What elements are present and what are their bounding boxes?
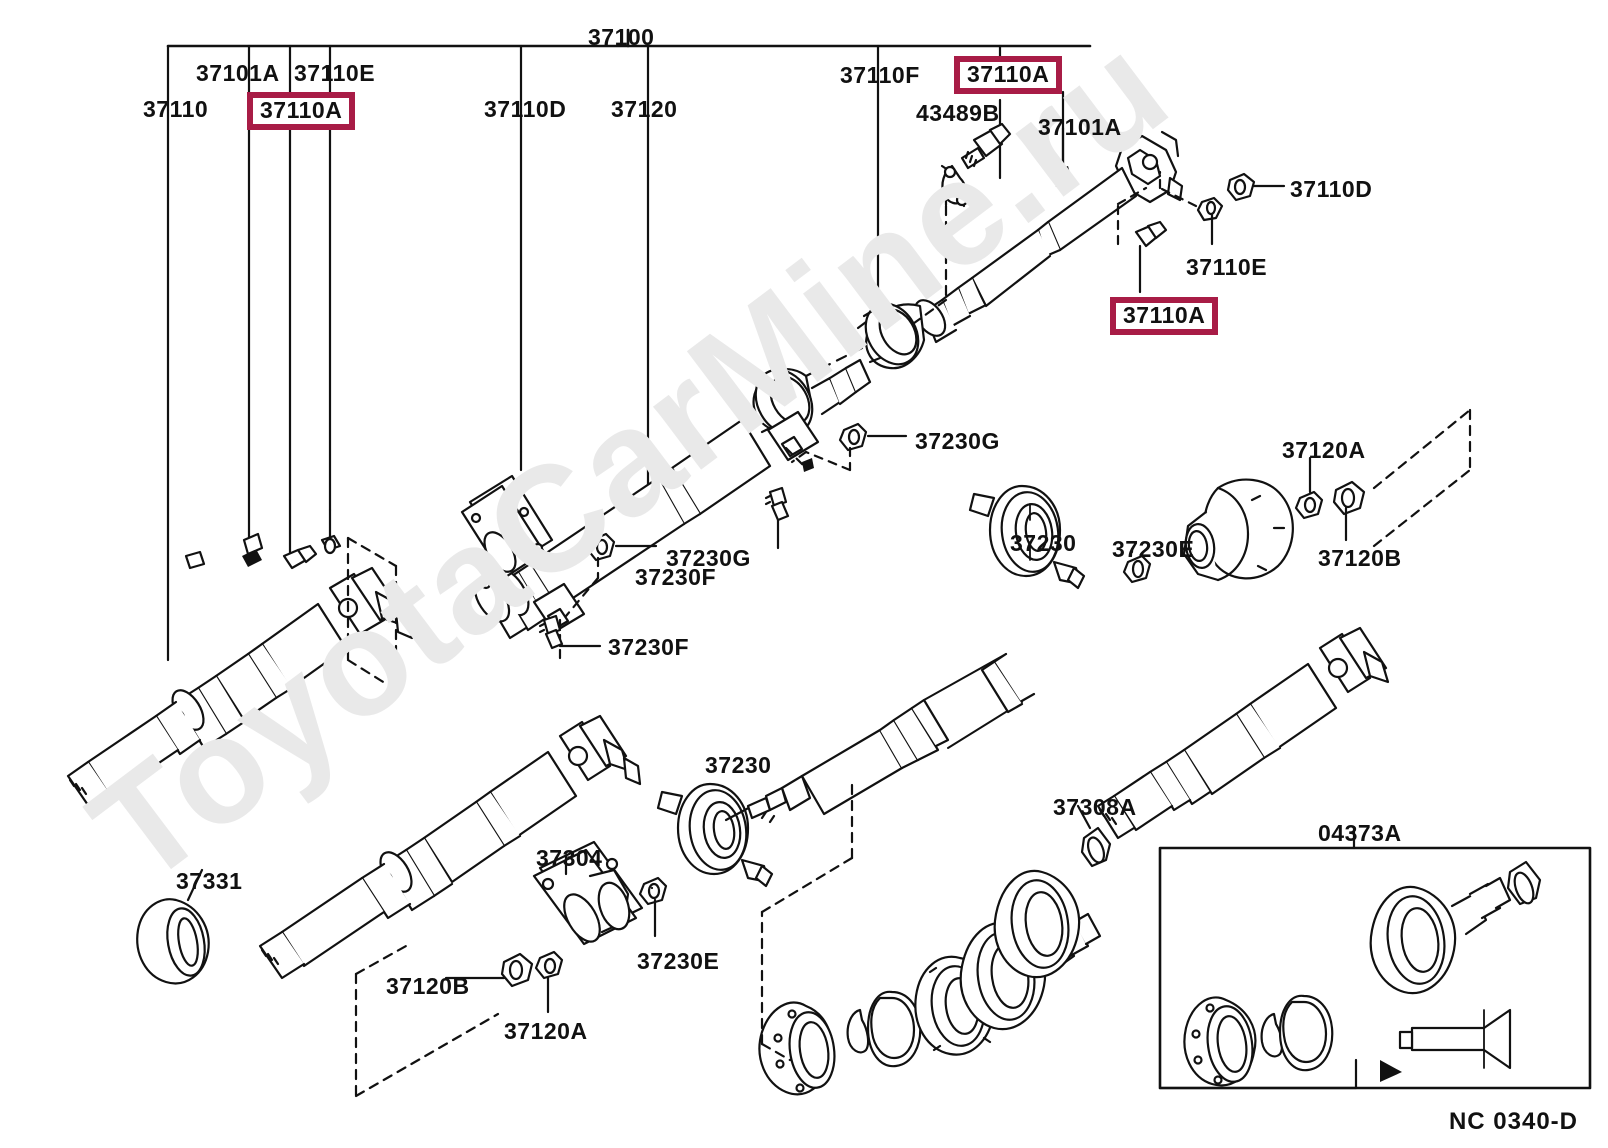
part-number-label[interactable]: 37120A	[504, 1018, 588, 1044]
part-number-highlighted[interactable]: 37110A	[954, 56, 1063, 94]
part-number-label[interactable]: 37230G	[915, 428, 1000, 454]
part-number-label[interactable]: 37230E	[1112, 536, 1195, 562]
part-number-label[interactable]: 37110F	[840, 62, 920, 88]
part-number-label[interactable]: 37230E	[637, 948, 720, 974]
sheet-code: NC 0340-D	[1448, 1108, 1578, 1135]
part-number-label[interactable]: 37308A	[1053, 794, 1137, 820]
part-number-label[interactable]: 37120B	[386, 973, 470, 999]
part-number-label[interactable]: 37304	[536, 845, 603, 871]
part-number-label[interactable]: 37110E	[294, 60, 376, 86]
part-number-label[interactable]: 37120B	[1318, 545, 1402, 571]
part-number-label[interactable]: 37230	[1010, 530, 1077, 556]
part-number-label[interactable]: 37331	[176, 868, 243, 894]
part-number-highlighted[interactable]: 37110A	[247, 92, 356, 130]
part-number-label[interactable]: 37100	[588, 24, 655, 50]
part-number-label[interactable]: 37110D	[484, 96, 567, 122]
part-number-label[interactable]: 37230F	[635, 564, 717, 590]
part-number-label[interactable]: 37110	[143, 96, 209, 122]
part-number-label[interactable]: 37120A	[1282, 437, 1366, 463]
part-number-label[interactable]: 37110D	[1290, 176, 1373, 202]
part-number-label[interactable]: 37230	[705, 752, 772, 778]
part-number-label[interactable]: 37120	[611, 96, 678, 122]
part-number-label[interactable]: 37101A	[1038, 114, 1122, 140]
part-number-label[interactable]: 37110E	[1186, 254, 1268, 280]
part-number-label[interactable]: 37230G	[666, 545, 751, 571]
part-number-label[interactable]: 04373A	[1318, 820, 1402, 846]
part-number-highlighted[interactable]: 37110A	[1110, 297, 1219, 335]
part-number-label[interactable]: 37230F	[608, 634, 690, 660]
part-number-label[interactable]: 43489B	[916, 100, 1000, 126]
part-number-label[interactable]: 37101A	[196, 60, 280, 86]
